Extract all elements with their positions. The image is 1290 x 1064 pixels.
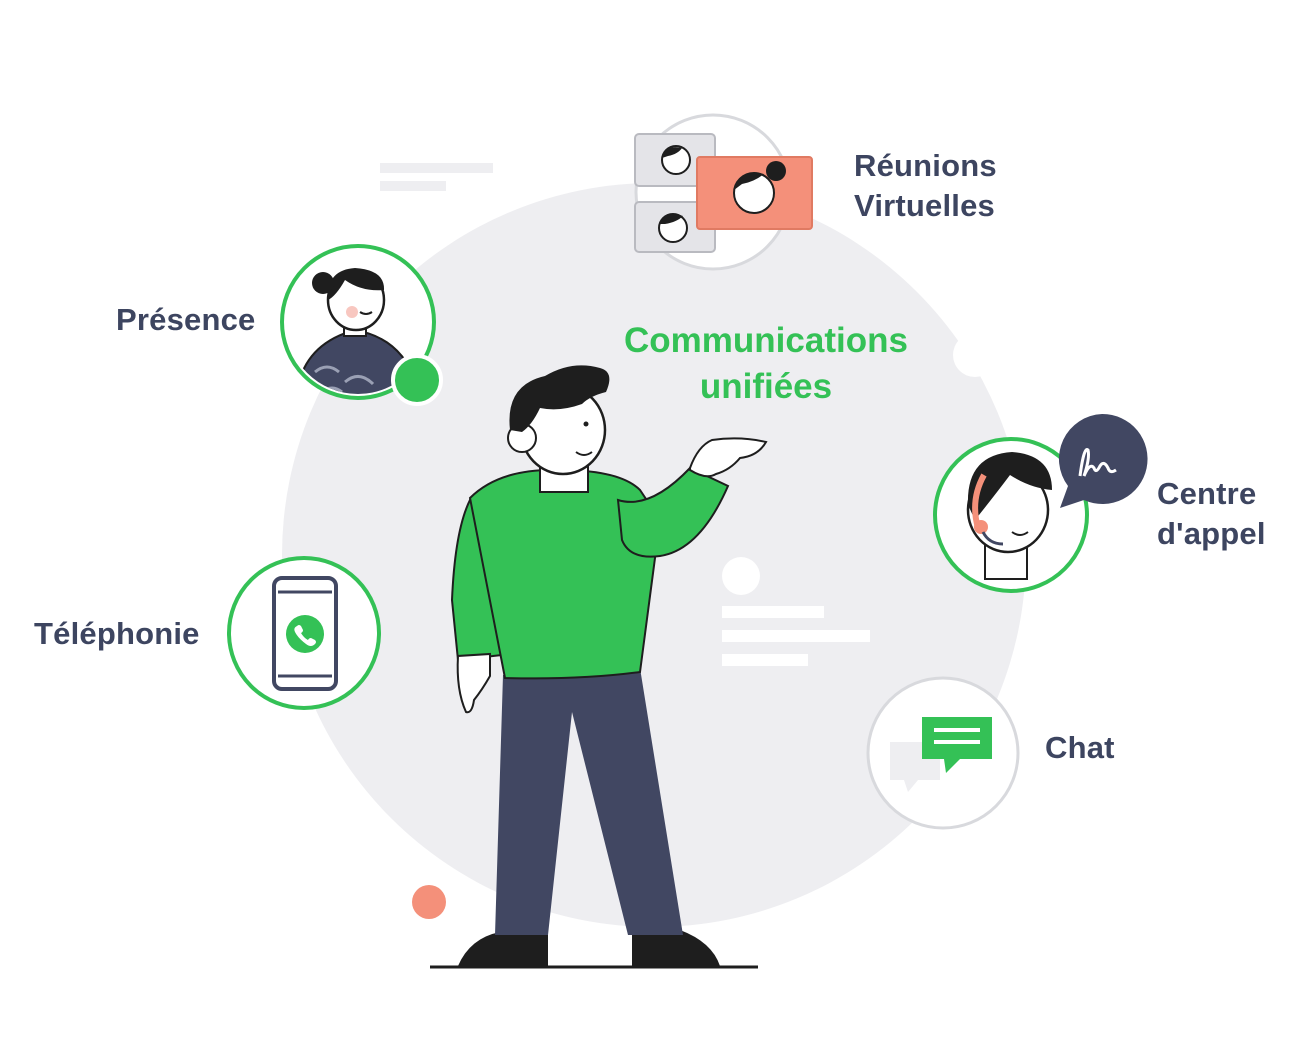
- decor-bars-right: [722, 557, 870, 666]
- meetings-video-meeting-icon: [634, 113, 813, 271]
- chat-bubble-icon: [866, 676, 1020, 830]
- coral-dot: [412, 885, 446, 919]
- chat-label: Chat: [1045, 730, 1115, 765]
- center-title: Communications unifiées: [586, 318, 946, 410]
- meetings-label-line2: Virtuelles: [854, 188, 996, 223]
- call-center-label-line2: d'appel: [1157, 516, 1266, 551]
- person-figure: [430, 365, 768, 969]
- backdrop-notch: [953, 333, 997, 377]
- center-title-line1: Communications: [624, 321, 908, 360]
- telephony-phone-icon: [227, 556, 381, 710]
- call-center-headset-agent-icon: [933, 413, 1148, 593]
- telephony-label: Téléphonie: [34, 616, 200, 651]
- presence-avatar-icon: [280, 244, 443, 406]
- decor-bars-top: [380, 163, 493, 191]
- meetings-label: Réunions Virtuelles: [854, 146, 997, 226]
- meetings-label-line1: Réunions: [854, 148, 997, 183]
- call-center-label-line1: Centre: [1157, 476, 1257, 511]
- presence-label: Présence: [116, 302, 256, 337]
- center-title-line2: unifiées: [699, 367, 833, 406]
- call-center-label: Centre d'appel: [1157, 474, 1266, 554]
